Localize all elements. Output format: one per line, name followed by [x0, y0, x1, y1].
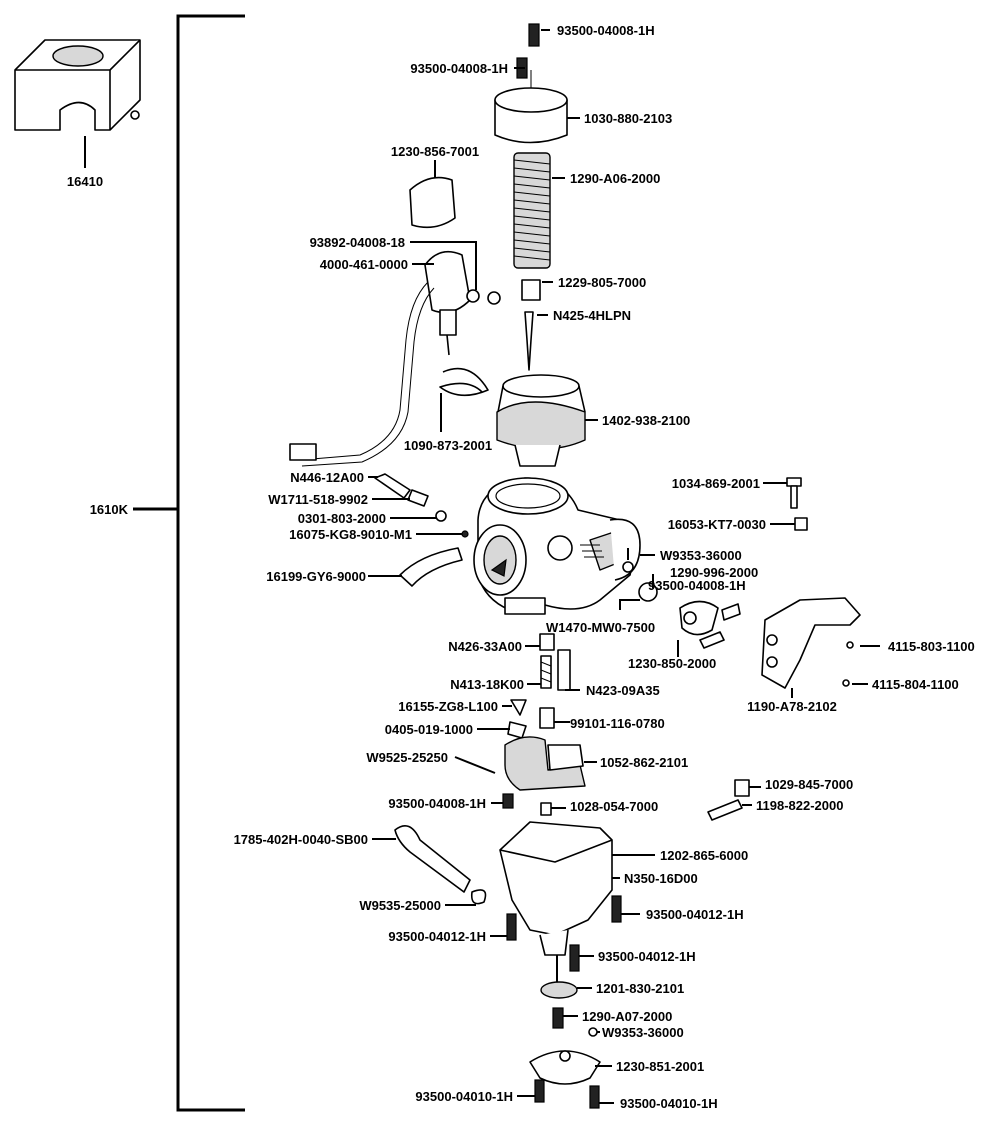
part-label: 1230-850-2000	[628, 656, 716, 671]
top-cap-part	[494, 70, 568, 144]
assembly-bracket	[133, 14, 245, 1112]
cover-cap-part	[14, 39, 141, 131]
part-label: N350-16D00	[624, 871, 698, 886]
part-label: W9525-25250	[366, 750, 448, 765]
part-drawings	[14, 23, 861, 1109]
left-screws-part	[374, 473, 469, 538]
part-label: N423-09A35	[586, 683, 660, 698]
part-label: 16155-ZG8-L100	[398, 699, 498, 714]
part-label: 99101-116-0780	[570, 716, 665, 731]
needle-part	[521, 279, 541, 371]
carburetor-body-part	[473, 477, 641, 615]
part-label: 1202-865-6000	[660, 848, 748, 863]
part-label: 93500-04010-1H	[415, 1089, 513, 1104]
part-label: 93500-04010-1H	[620, 1096, 718, 1111]
choke-cap-part	[409, 176, 456, 229]
part-label: 1052-862-2101	[600, 755, 688, 770]
part-label: 1190-A78-2102	[747, 699, 837, 714]
part-label: W9353-36000	[660, 548, 742, 563]
part-label: 1198-822-2000	[756, 798, 843, 813]
clamp-part	[439, 367, 489, 397]
right-bolts-part	[622, 477, 808, 649]
part-label: 1402-938-2100	[602, 413, 690, 428]
part-label: 0301-803-2000	[298, 511, 386, 526]
part-label: 93500-04008-1H	[388, 796, 486, 811]
part-label: 1229-805-7000	[558, 275, 646, 290]
part-label: 16199-GY6-9000	[266, 569, 366, 584]
part-label: 1290-A06-2000	[570, 171, 660, 186]
part-label: 93500-04012-1H	[388, 929, 486, 944]
part-label: 16410	[67, 174, 103, 189]
part-label: N425-4HLPN	[553, 308, 631, 323]
part-label: W1711-518-9902	[268, 492, 368, 507]
jets-part	[507, 633, 571, 739]
part-label: 0405-019-1000	[385, 722, 473, 737]
drain-hose-part	[394, 824, 487, 905]
part-label: 93500-04008-1H	[557, 23, 655, 38]
part-label: 16053-KT7-0030	[668, 517, 766, 532]
part-label: 16075-KG8-9010-M1	[289, 527, 412, 542]
part-label: 1028-054-7000	[570, 799, 658, 814]
part-label: N426-33A00	[448, 639, 522, 654]
float-bowl-part	[499, 779, 750, 956]
part-label: 1785-402H-0040-SB00	[234, 832, 368, 847]
part-labels: 1610K 16410 93500-04008-1H 93500-04008-1…	[67, 23, 975, 1111]
diaphragm-slide-part	[496, 374, 586, 467]
part-label: 1201-830-2101	[596, 981, 684, 996]
spring-part	[513, 152, 551, 269]
part-label: W9535-25000	[359, 898, 441, 913]
part-label: 1090-873-2001	[404, 438, 492, 453]
bowl-screws-part	[506, 895, 622, 972]
auto-choke-part	[289, 250, 501, 467]
part-label: W1470-MW0-7500	[546, 620, 655, 635]
part-label: 93500-04008-1H	[410, 61, 508, 76]
part-label: 1230-851-2001	[616, 1059, 704, 1074]
part-label: N413-18K00	[450, 677, 524, 692]
top-screws-part	[516, 23, 540, 79]
part-label: 1030-880-2103	[584, 111, 672, 126]
part-label: 93500-04008-1H	[648, 578, 746, 593]
float-part	[454, 736, 586, 791]
part-label: 93500-04012-1H	[646, 907, 744, 922]
part-label: 1290-996-2000	[670, 565, 758, 580]
hose-small-part	[399, 547, 463, 587]
part-label: 1034-869-2001	[672, 476, 760, 491]
part-label: N446-12A00	[290, 470, 364, 485]
part-label: 1029-845-7000	[765, 777, 853, 792]
part-label: W9353-36000	[602, 1025, 684, 1040]
part-label: 4115-803-1100	[888, 639, 975, 654]
part-label: 4000-461-0000	[320, 257, 408, 272]
accelerator-pump-part	[529, 955, 601, 1109]
leader-lines	[84, 29, 880, 1104]
part-label: 93892-04008-18	[310, 235, 405, 250]
part-label: 4115-804-1100	[872, 677, 959, 692]
part-label: 1230-856-7001	[391, 144, 479, 159]
part-label: 1290-A07-2000	[582, 1009, 672, 1024]
mount-bracket-part	[761, 597, 861, 689]
assembly-label: 1610K	[90, 502, 129, 517]
part-label: 93500-04012-1H	[598, 949, 696, 964]
